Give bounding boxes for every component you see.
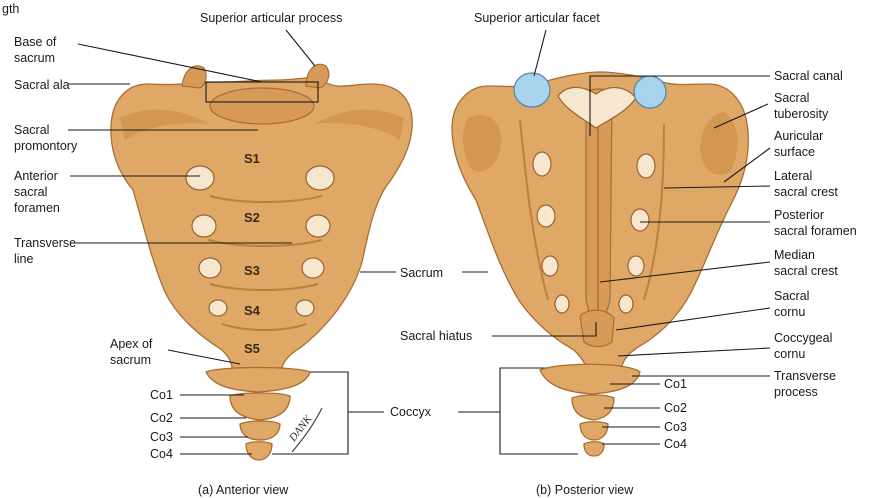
label-anterior-sacral-foramen-2: sacral (14, 185, 47, 199)
label-apex-of-sacrum-2: sacrum (110, 353, 151, 367)
label-anterior-sacral-foramen-3: foramen (14, 201, 60, 215)
label-coccygeal-cornu-1: Coccygeal (774, 331, 832, 345)
label-sacral-hiatus: Sacral hiatus (400, 329, 472, 343)
label-transverse-line-2: line (14, 252, 34, 266)
base-of-sacrum-surface (210, 88, 314, 124)
anterior-coccyx-co4 (246, 442, 272, 460)
label-top-left-fragment: gth (2, 2, 19, 16)
label-sacral-promontory-2: promontory (14, 139, 78, 153)
label-sacrum: Sacrum (400, 266, 443, 280)
label-sacral-cornu-2: cornu (774, 305, 805, 319)
artist-signature: DANK (286, 413, 315, 445)
superior-articular-facet-left (514, 73, 550, 107)
posterior-coccyx-co1 (540, 364, 640, 394)
label-superior-articular-facet: Superior articular facet (474, 11, 600, 25)
leader-superior-articular-facet (534, 30, 546, 76)
anterior-coccyx-co2 (230, 393, 290, 420)
label-base-of-sacrum-1: Base of (14, 35, 57, 49)
segment-s1: S1 (244, 151, 260, 166)
label-sacral-cornu-1: Sacral (774, 289, 809, 303)
anterior-foramen-l1 (186, 166, 214, 190)
label-posterior-sacral-foramen-1: Posterior (774, 208, 824, 222)
segment-s2: S2 (244, 210, 260, 225)
label-coccygeal-cornu-2: cornu (774, 347, 805, 361)
leader-coccygeal-cornu (618, 348, 770, 356)
label-transverse-process-1: Transverse (774, 369, 836, 383)
label-co1-posterior: Co1 (664, 377, 687, 391)
posterior-sacrum-illustration (452, 72, 748, 456)
leader-base-of-sacrum (78, 44, 262, 82)
label-co2-anterior: Co2 (150, 411, 173, 425)
caption-posterior-view: (b) Posterior view (536, 483, 634, 497)
posterior-foramen-r2 (631, 209, 649, 231)
posterior-foramen-l3 (542, 256, 558, 276)
posterior-coccyx-co4 (584, 442, 604, 456)
posterior-foramen-r3 (628, 256, 644, 276)
label-sacral-promontory-1: Sacral (14, 123, 49, 137)
superior-articular-facet-right (634, 76, 666, 108)
segment-s5: S5 (244, 341, 260, 356)
posterior-foramen-l1 (533, 152, 551, 176)
label-auricular-surface-2: surface (774, 145, 815, 159)
anterior-foramen-r4 (296, 300, 314, 316)
label-posterior-sacral-foramen-2: sacral foramen (774, 224, 857, 238)
label-superior-articular-process: Superior articular process (200, 11, 342, 25)
anterior-foramen-r2 (306, 215, 330, 237)
posterior-coccyx-co3 (580, 422, 608, 440)
label-anterior-sacral-foramen-1: Anterior (14, 169, 58, 183)
segment-s3: S3 (244, 263, 260, 278)
superior-articular-process-right (306, 64, 329, 88)
leader-superior-articular-process (286, 30, 315, 66)
label-co3-posterior: Co3 (664, 420, 687, 434)
segment-s4: S4 (244, 303, 261, 318)
label-co3-anterior: Co3 (150, 430, 173, 444)
label-base-of-sacrum-2: sacrum (14, 51, 55, 65)
label-lateral-sacral-crest-1: Lateral (774, 169, 812, 183)
label-sacral-tuberosity-2: tuberosity (774, 107, 829, 121)
label-transverse-line-1: Transverse (14, 236, 76, 250)
label-median-sacral-crest-2: sacral crest (774, 264, 838, 278)
posterior-foramen-l4 (555, 295, 569, 313)
label-transverse-process-2: process (774, 385, 818, 399)
label-apex-of-sacrum-1: Apex of (110, 337, 153, 351)
anterior-foramen-l4 (209, 300, 227, 316)
anterior-foramen-l3 (199, 258, 221, 278)
anterior-foramen-l2 (192, 215, 216, 237)
posterior-foramen-r4 (619, 295, 633, 313)
posterior-foramen-r1 (637, 154, 655, 178)
label-sacral-canal: Sacral canal (774, 69, 843, 83)
label-median-sacral-crest-1: Median (774, 248, 815, 262)
anterior-foramen-r1 (306, 166, 334, 190)
label-sacral-tuberosity-1: Sacral (774, 91, 809, 105)
label-co1-anterior: Co1 (150, 388, 173, 402)
label-co4-posterior: Co4 (664, 437, 687, 451)
label-auricular-surface-1: Auricular (774, 129, 823, 143)
posterior-foramen-l2 (537, 205, 555, 227)
label-coccyx: Coccyx (390, 405, 432, 419)
anterior-coccyx-co1 (206, 368, 310, 393)
label-co2-posterior: Co2 (664, 401, 687, 415)
label-lateral-sacral-crest-2: sacral crest (774, 185, 838, 199)
caption-anterior-view: (a) Anterior view (198, 483, 289, 497)
label-sacral-ala: Sacral ala (14, 78, 70, 92)
label-co4-anterior: Co4 (150, 447, 173, 461)
anterior-foramen-r3 (302, 258, 324, 278)
sacral-hiatus-region (580, 310, 614, 346)
